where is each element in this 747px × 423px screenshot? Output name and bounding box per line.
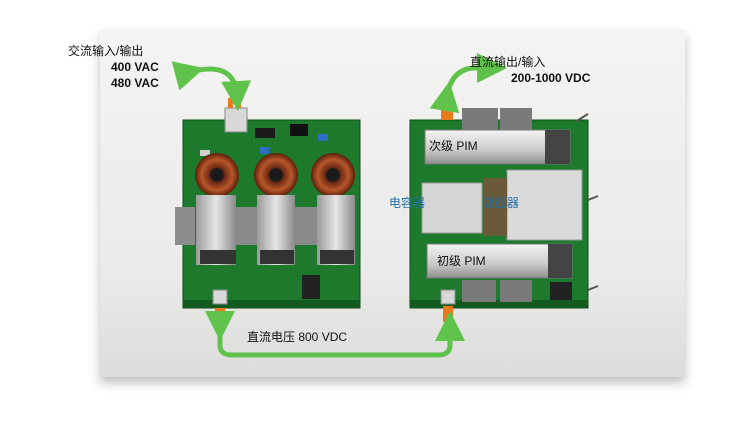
transformer-label: 变压器 — [483, 196, 520, 210]
inductor-coil-3 — [311, 153, 355, 197]
inductor-coil-1 — [195, 153, 239, 197]
inductor-coil-2 — [254, 153, 298, 197]
dc-io-label: 直流输出/输入 — [470, 55, 546, 69]
dc-range-label: 200-1000 VDC — [511, 71, 591, 85]
primary-pim-label: 初级 PIM — [437, 254, 486, 268]
capacitor-block — [421, 182, 483, 234]
ac-voltage-1: 400 VAC — [111, 60, 159, 74]
ac-io-arrow — [171, 61, 252, 111]
dc-connector — [441, 102, 453, 120]
primary-pim — [426, 243, 573, 279]
transformer-block — [506, 169, 583, 241]
secondary-pim-label: 次级 PIM — [429, 139, 478, 153]
capacitor-label: 电容器 — [389, 196, 426, 210]
ac-connector — [228, 98, 233, 108]
dc-board — [409, 102, 599, 322]
dc-bus-arrow — [205, 311, 465, 358]
ac-board — [175, 98, 361, 324]
dc-io-arrow — [429, 53, 507, 114]
ac-io-label: 交流输入/输出 — [68, 44, 144, 58]
dc-bus-label: 直流电压 800 VDC — [247, 330, 348, 344]
ac-voltage-2: 480 VAC — [111, 76, 159, 90]
